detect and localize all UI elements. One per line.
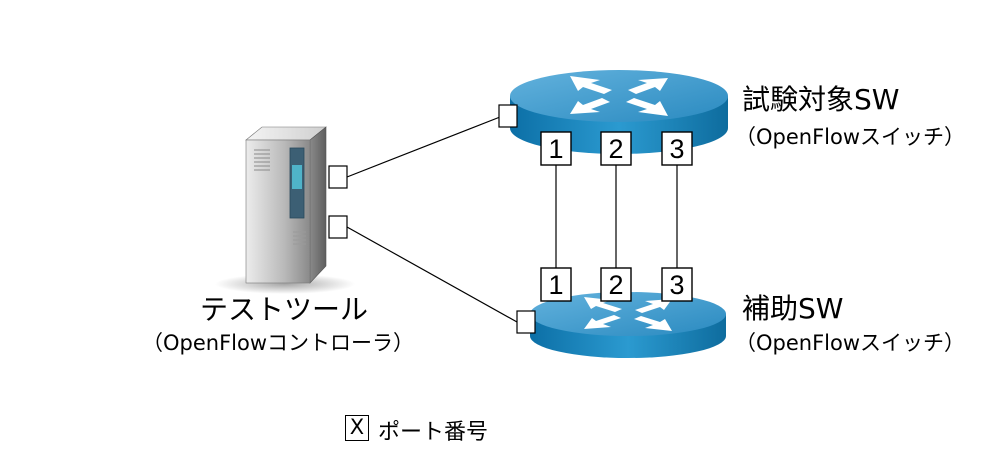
port-box-target-3: [661, 131, 693, 166]
link-tool-to-helper: [346, 226, 518, 323]
legend-port-symbol: X: [345, 415, 369, 441]
target-switch-subtitle: （OpenFlowスイッチ）: [735, 125, 966, 149]
connector-target-left: [498, 104, 518, 128]
router-icon: [530, 292, 726, 358]
helper-switch-subtitle: （OpenFlowスイッチ）: [735, 331, 966, 355]
port-box-target-2: [600, 131, 632, 166]
port-number-helper-2: 2: [608, 270, 623, 300]
test-tool-subtitle: （OpenFlowコントローラ）: [142, 331, 415, 355]
port-box-helper-1: [540, 267, 572, 302]
port-box-helper-3: [661, 267, 693, 302]
legend-label: ポート番号: [378, 420, 489, 445]
connector-tool-upper: [328, 165, 348, 189]
helper-switch-title: 補助SW: [742, 292, 844, 325]
port-number-helper-1: 1: [548, 270, 563, 300]
link-tool-to-target: [346, 116, 501, 178]
port-box-target-1: [540, 131, 572, 166]
port-number-target-2: 2: [608, 134, 623, 164]
port-number-helper-3: 3: [669, 270, 684, 300]
connection-lines: [346, 116, 678, 323]
test-tool-title: テストツール: [200, 293, 369, 326]
connector-tool-lower: [328, 215, 348, 239]
target-switch-title: 試験対象SW: [742, 83, 900, 116]
connector-helper-left: [516, 310, 536, 334]
port-box-helper-2: [600, 267, 632, 302]
port-number-target-1: 1: [548, 134, 563, 164]
server-icon: [215, 126, 355, 294]
port-number-target-3: 3: [669, 134, 684, 164]
